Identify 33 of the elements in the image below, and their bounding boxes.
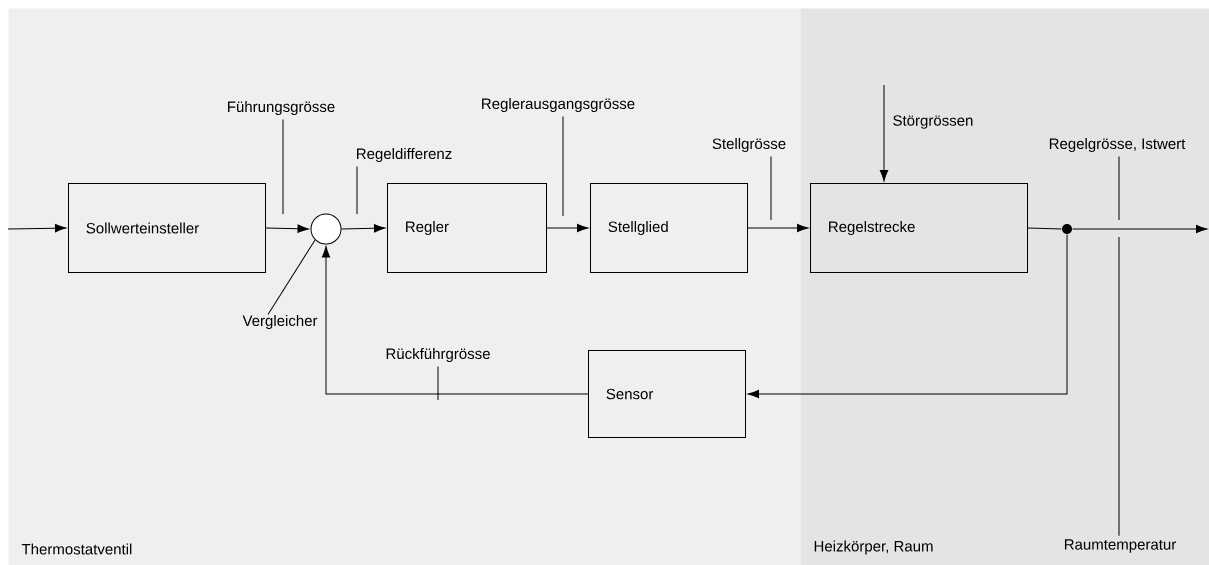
signal-label: Störgrössen — [893, 115, 973, 129]
connector-line — [1027, 227, 1062, 230]
leader-line — [437, 366, 439, 401]
arrow — [7, 224, 67, 233]
block-box: Stellglied — [590, 183, 748, 273]
block-box: Sollwerteinsteller — [68, 183, 266, 273]
signal-label: Vergleicher — [242, 315, 318, 329]
signal-label: Führungsgrösse — [228, 101, 335, 115]
arrow — [747, 223, 809, 233]
signal-label: Rückführgrösse — [386, 348, 490, 362]
signal-label: Stellgrösse — [712, 138, 786, 152]
block-box: Regelstrecke — [810, 183, 1028, 273]
signal-label: Regelgrösse, Istwert — [1049, 138, 1186, 152]
leader-line — [1118, 236, 1120, 537]
signal-label: Raumtemperatur — [1064, 539, 1176, 553]
leader-line — [1118, 156, 1120, 221]
arrow — [879, 84, 889, 182]
arrow — [341, 224, 386, 233]
signal-label: Regeldifferenz — [357, 148, 452, 162]
arrow — [546, 223, 589, 233]
leader-line — [770, 156, 772, 221]
arrow — [1072, 224, 1208, 234]
leader-line — [356, 166, 358, 215]
arrow — [747, 234, 1068, 399]
block-box: Sensor — [588, 350, 746, 438]
leader-line — [267, 239, 316, 315]
arrow — [321, 246, 589, 395]
leader-line — [562, 116, 564, 217]
signal-label: Reglerausgangsgrösse — [482, 98, 635, 112]
block-box: Regler — [387, 183, 547, 273]
comparator-circle — [310, 213, 342, 245]
leader-line — [282, 119, 284, 215]
arrow — [265, 224, 309, 233]
